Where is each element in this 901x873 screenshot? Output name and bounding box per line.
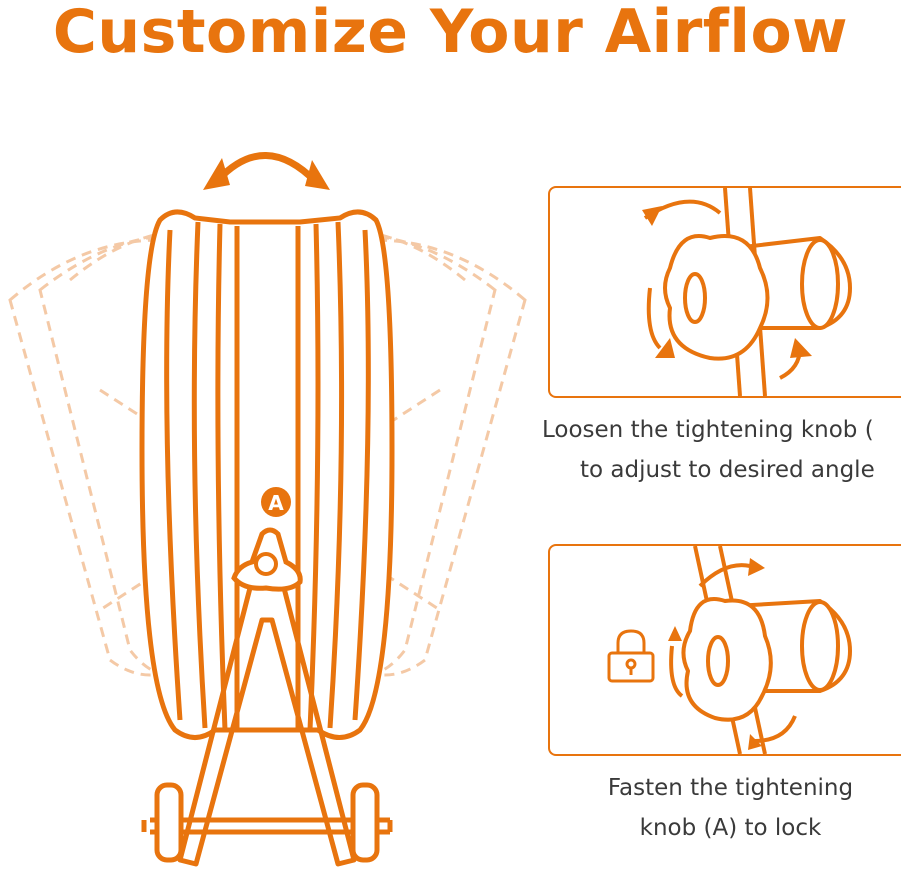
loosen-step-panel [548, 186, 901, 398]
fasten-knob-diagram [668, 546, 852, 754]
rotate-arrow-icon [748, 734, 762, 750]
knob-label-badge [261, 487, 291, 517]
rotate-arrow-icon [214, 152, 320, 186]
fan-stand [141, 587, 393, 867]
fan-illustration: A [8, 152, 527, 867]
loosen-step-caption: Loosen the tightening knob ( to adjust t… [542, 410, 901, 490]
knob-label: A [268, 491, 284, 515]
rotate-arrow-icon [790, 338, 812, 358]
fan-body [139, 209, 395, 740]
loosen-knob-diagram [642, 188, 852, 396]
rotate-arrow-icon [642, 206, 662, 226]
lock-icon [607, 629, 655, 683]
fasten-step-caption: Fasten the tightening knob (A) to lock [560, 768, 901, 848]
fasten-step-line2: knob (A) to lock [639, 815, 822, 841]
page-title: Customize Your Airflow [52, 0, 849, 67]
rotate-arrow-icon [668, 626, 682, 641]
rotate-arrow-icon [748, 558, 765, 576]
rotate-arrow-left-head [203, 158, 230, 190]
rotate-arrow-icon [655, 338, 675, 358]
fasten-step-panel [548, 544, 901, 756]
knob-icon [231, 527, 303, 592]
fasten-step-line1: Fasten the tightening [607, 775, 854, 801]
rotate-arrow-right-head [305, 160, 330, 190]
loosen-step-line1: Loosen the tightening knob ( [542, 417, 874, 443]
loosen-step-line2: to adjust to desired angle [580, 457, 875, 483]
